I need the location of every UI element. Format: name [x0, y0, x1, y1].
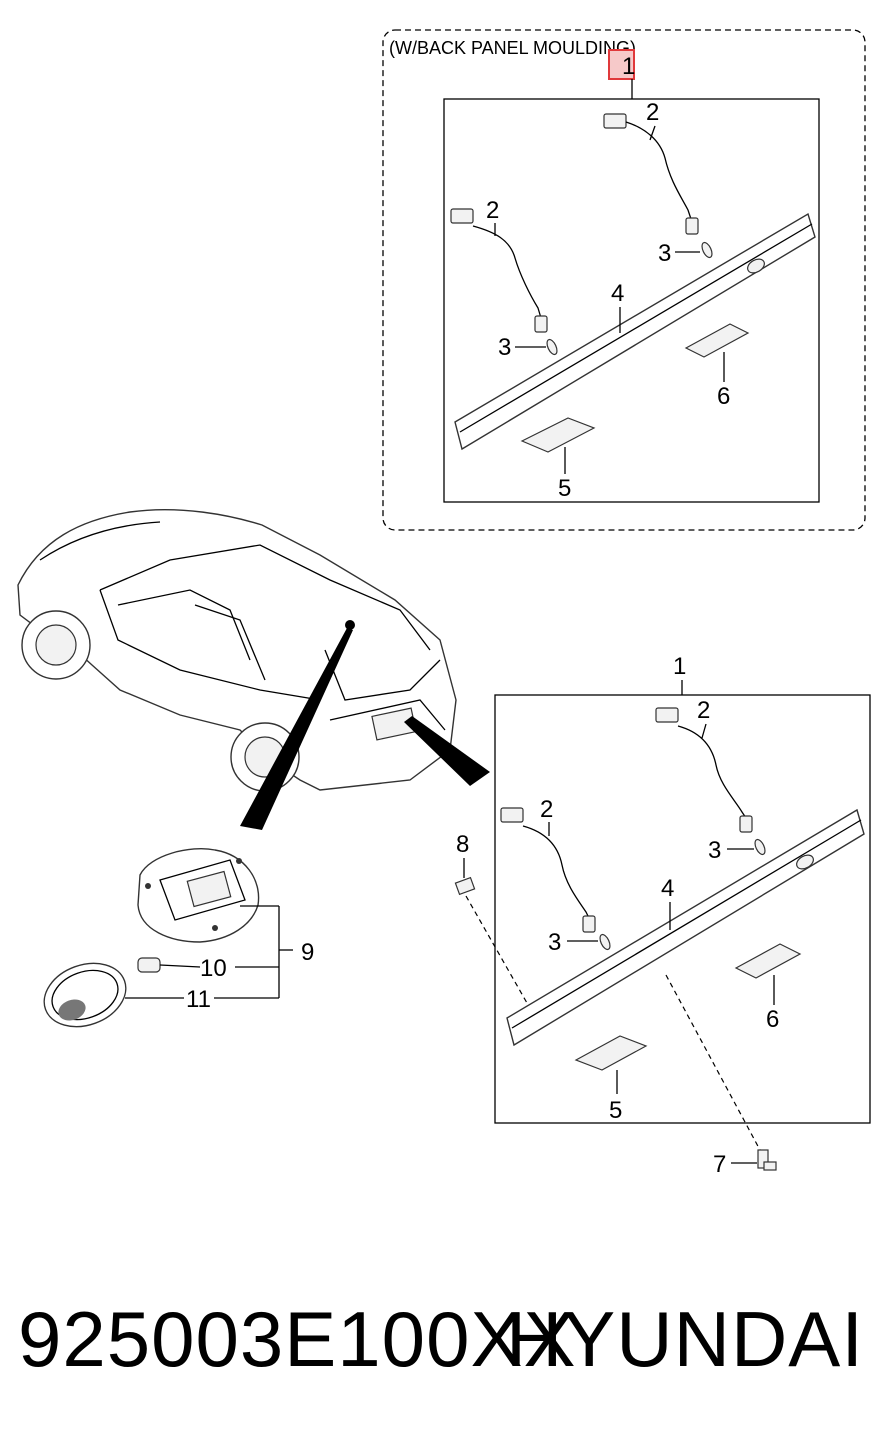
vehicle-illustration [17, 508, 490, 830]
highlighted-callout-box[interactable] [608, 49, 635, 80]
callout-2-inset-lower: 2 [486, 197, 499, 224]
wire-harness-inset-lower [450, 208, 548, 333]
wire-harness-main-lower [500, 807, 596, 933]
callout-4-main: 4 [661, 875, 674, 902]
bulb-inset-upper [701, 241, 713, 259]
callout-4-inset: 4 [611, 280, 624, 307]
callout-5-inset: 5 [558, 475, 571, 502]
callout-2-main-lower: 2 [540, 796, 553, 823]
bulb-main-upper [754, 838, 766, 856]
callout-6-main: 6 [766, 1006, 779, 1033]
callout-1-inset: 1 [622, 53, 635, 80]
main-lamp-assembly: 1 2 2 3 3 4 6 5 [454, 653, 871, 1178]
bulb-inset-lower [546, 338, 558, 356]
back-panel-moulding-main [506, 808, 865, 1047]
callout-2-inset-upper: 2 [646, 99, 659, 126]
callout-6-inset: 6 [717, 383, 730, 410]
wire-harness-inset-upper [603, 113, 699, 235]
callout-11: 11 [186, 986, 211, 1013]
screw-part-7 [757, 1149, 777, 1171]
callout-3-inset-lower: 3 [498, 334, 511, 361]
callout-1-main: 1 [673, 653, 686, 680]
inset-back-panel-moulding: (W/BACK PANEL MOULDING) 1 2 2 [382, 29, 866, 531]
wire-harness-main-upper [655, 707, 753, 833]
license-lamp-inset-left [520, 417, 596, 453]
callout-7: 7 [713, 1151, 726, 1178]
clip-part-8 [454, 876, 476, 896]
back-panel-moulding-inset [454, 212, 816, 451]
callout-2-main-upper: 2 [697, 697, 710, 724]
callout-10: 10 [200, 955, 227, 982]
bulb-main-lower [599, 933, 611, 951]
license-lamp-main-left [574, 1035, 648, 1071]
part-number: 925003E100XX [18, 1295, 577, 1383]
callout-3-main-lower: 3 [548, 929, 561, 956]
callout-8: 8 [456, 831, 469, 858]
callout-3-main-upper: 3 [708, 837, 721, 864]
callout-3-inset-upper: 3 [658, 240, 671, 267]
brand-name: HYUNDAI [505, 1295, 864, 1383]
lens-part-11 [43, 962, 127, 1028]
callout-5-main: 5 [609, 1097, 622, 1124]
inset-title: (W/BACK PANEL MOULDING) [389, 38, 636, 58]
license-lamp-main-right [734, 943, 802, 979]
callout-9: 9 [301, 939, 314, 966]
bulb-part-10 [137, 957, 201, 973]
license-lamp-inset-right [684, 323, 750, 358]
interior-lamp-assembly: 9 10 11 [43, 848, 314, 1028]
